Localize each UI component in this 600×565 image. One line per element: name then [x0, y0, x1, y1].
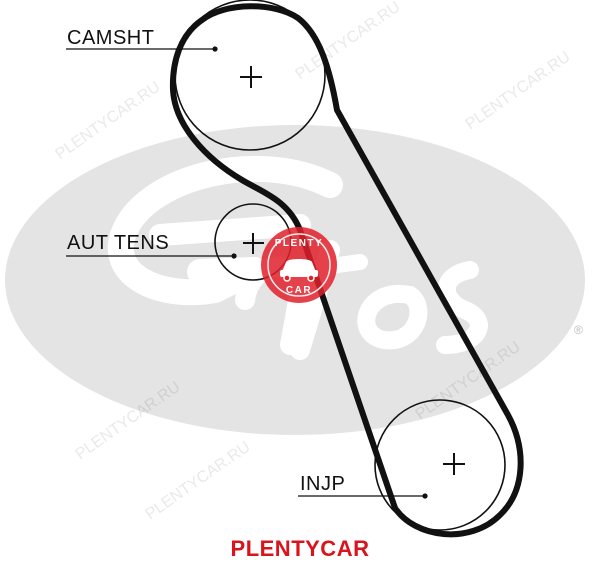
svg-text:PLENTYCAR.RU: PLENTYCAR.RU — [463, 48, 574, 133]
timing-belt — [169, 3, 524, 538]
car-icon — [280, 259, 318, 282]
footer-brand: PLENTYCAR — [230, 536, 370, 561]
tensioner-center-mark — [243, 233, 264, 254]
camshaft-center-mark — [240, 66, 262, 88]
camshaft-leader — [66, 46, 218, 52]
tensioner-leader — [66, 253, 237, 259]
registered-mark: ® — [574, 323, 583, 337]
injection-pump-label: INJP — [300, 473, 345, 495]
camshaft-label: CAMSHT — [67, 27, 154, 49]
plentycar-badge: PLENTY CAR — [261, 227, 337, 303]
injection-pump-center-mark — [443, 453, 465, 475]
injection-pump-leader — [298, 493, 428, 499]
injection-pump-pulley — [374, 399, 506, 531]
svg-text:PLENTYCAR.RU: PLENTYCAR.RU — [293, 0, 404, 83]
tensioner-label: AUT TENS — [67, 232, 169, 254]
badge-bottom-text: CAR — [286, 285, 312, 296]
badge-top-text: PLENTY — [275, 238, 323, 249]
svg-text:PLENTYCAR.RU: PLENTYCAR.RU — [143, 438, 254, 523]
